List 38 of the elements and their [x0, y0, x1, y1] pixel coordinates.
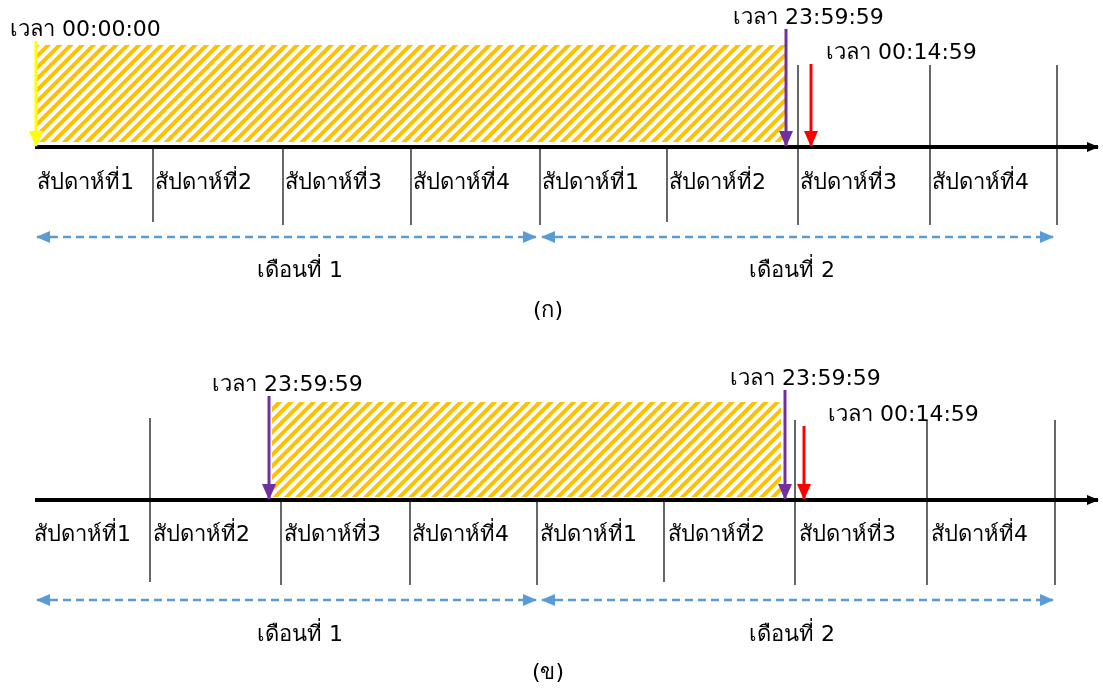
month-label: เดือนที่ 2 — [749, 620, 835, 648]
time-label: เวลา 23:59:59 — [212, 370, 363, 398]
week-label: สัปดาห์ที่1 — [540, 520, 637, 548]
time-label: เวลา 23:59:59 — [733, 3, 884, 31]
week-label: สัปดาห์ที่2 — [669, 168, 766, 196]
arrow — [797, 426, 811, 500]
week-label: สัปดาห์ที่1 — [37, 168, 134, 196]
week-label: สัปดาห์ที่2 — [153, 520, 250, 548]
panel-caption: (ก) — [532, 296, 564, 324]
arrow — [778, 390, 792, 500]
arrow — [29, 41, 43, 147]
week-label: สัปดาห์ที่4 — [932, 168, 1029, 196]
month-label: เดือนที่ 1 — [257, 620, 343, 648]
week-label: สัปดาห์ที่1 — [542, 168, 639, 196]
month-label: เดือนที่ 2 — [749, 256, 835, 284]
time-label: เวลา 00:14:59 — [828, 400, 979, 428]
timeline-axis — [35, 495, 1099, 505]
week-label: สัปดาห์ที่1 — [34, 520, 131, 548]
week-label: สัปดาห์ที่3 — [285, 168, 382, 196]
week-label: สัปดาห์ที่4 — [931, 520, 1028, 548]
week-label: สัปดาห์ที่3 — [800, 168, 897, 196]
hatched-band — [36, 45, 785, 142]
arrow — [779, 29, 793, 147]
panel-caption: (ข) — [531, 658, 565, 686]
arrow — [262, 396, 276, 500]
hatched-band — [272, 402, 781, 497]
arrow — [804, 64, 818, 147]
timeline-axis — [35, 142, 1099, 152]
time-label: เวลา 00:14:59 — [826, 38, 977, 66]
month-label: เดือนที่ 1 — [257, 256, 343, 284]
week-label: สัปดาห์ที่2 — [668, 520, 765, 548]
week-label: สัปดาห์ที่2 — [155, 168, 252, 196]
week-label: สัปดาห์ที่3 — [284, 520, 381, 548]
time-label: เวลา 00:00:00 — [10, 15, 161, 43]
week-label: สัปดาห์ที่4 — [412, 520, 509, 548]
week-label: สัปดาห์ที่4 — [413, 168, 510, 196]
time-label: เวลา 23:59:59 — [730, 364, 881, 392]
week-label: สัปดาห์ที่3 — [799, 520, 896, 548]
